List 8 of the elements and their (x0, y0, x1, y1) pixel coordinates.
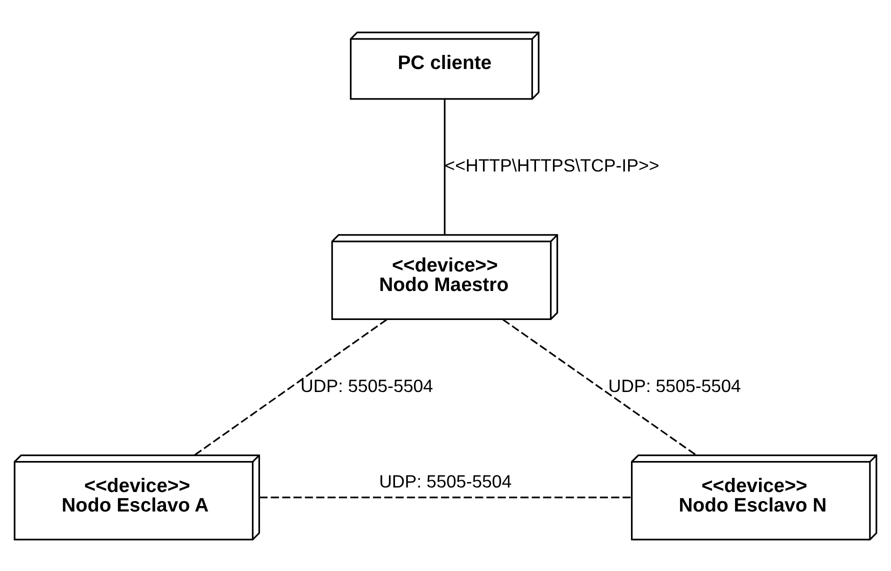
edge-label: <<HTTP\HTTPS\TCP-IP>> (444, 154, 660, 175)
edge-label: UDP: 5505-5504 (379, 470, 512, 491)
edge-label: UDP: 5505-5504 (300, 375, 434, 396)
connector (502, 318, 697, 456)
connector (444, 98, 446, 234)
connector (194, 318, 388, 456)
edge-label: UDP: 5505-5504 (608, 375, 741, 396)
connector (260, 496, 632, 498)
